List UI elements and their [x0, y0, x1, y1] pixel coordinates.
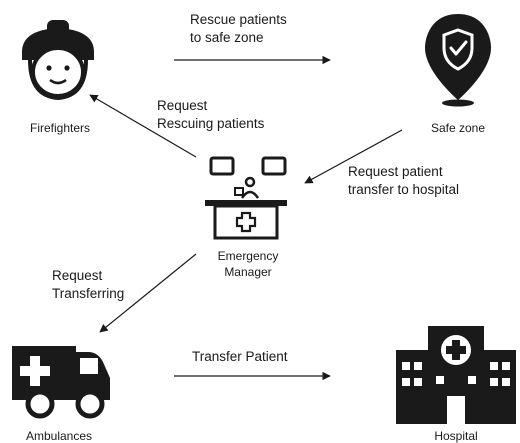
arrow-safe-zone-to-manager	[304, 129, 403, 184]
hospital-label: Hospital	[434, 429, 477, 443]
ambulances-label: Ambulances	[26, 429, 92, 443]
emergency-console-icon	[205, 156, 287, 240]
emergency-manager-label-line2: Manager	[224, 265, 271, 279]
ambulance-icon	[12, 346, 110, 419]
edge-label-transfer-patient: Transfer Patient	[192, 349, 288, 364]
edge-label-request-transferring-line1: Request	[52, 268, 103, 283]
edge-label-request-transfer-line2: transfer to hospital	[348, 182, 459, 197]
firefighter-icon	[22, 20, 94, 101]
safe-zone-label: Safe zone	[431, 121, 485, 135]
firefighters-label: Firefighters	[30, 121, 90, 135]
hospital-building-icon	[396, 326, 516, 424]
edge-label-rescue-line1: Rescue patients	[190, 12, 287, 27]
shield-location-pin-icon	[425, 14, 491, 107]
edge-label-rescue-line2: to safe zone	[190, 30, 264, 45]
edge-label-request-rescuing-line2: Rescuing patients	[157, 116, 265, 131]
edge-label-request-transferring-line2: Transferring	[52, 286, 124, 301]
arrow-manager-to-firefighters	[89, 94, 197, 158]
edge-label-request-rescuing-line1: Request	[157, 98, 208, 113]
edge-label-request-transfer-line1: Request patient	[348, 164, 443, 179]
arrow-manager-to-ambulances	[99, 253, 197, 333]
emergency-manager-label-line1: Emergency	[218, 249, 279, 263]
